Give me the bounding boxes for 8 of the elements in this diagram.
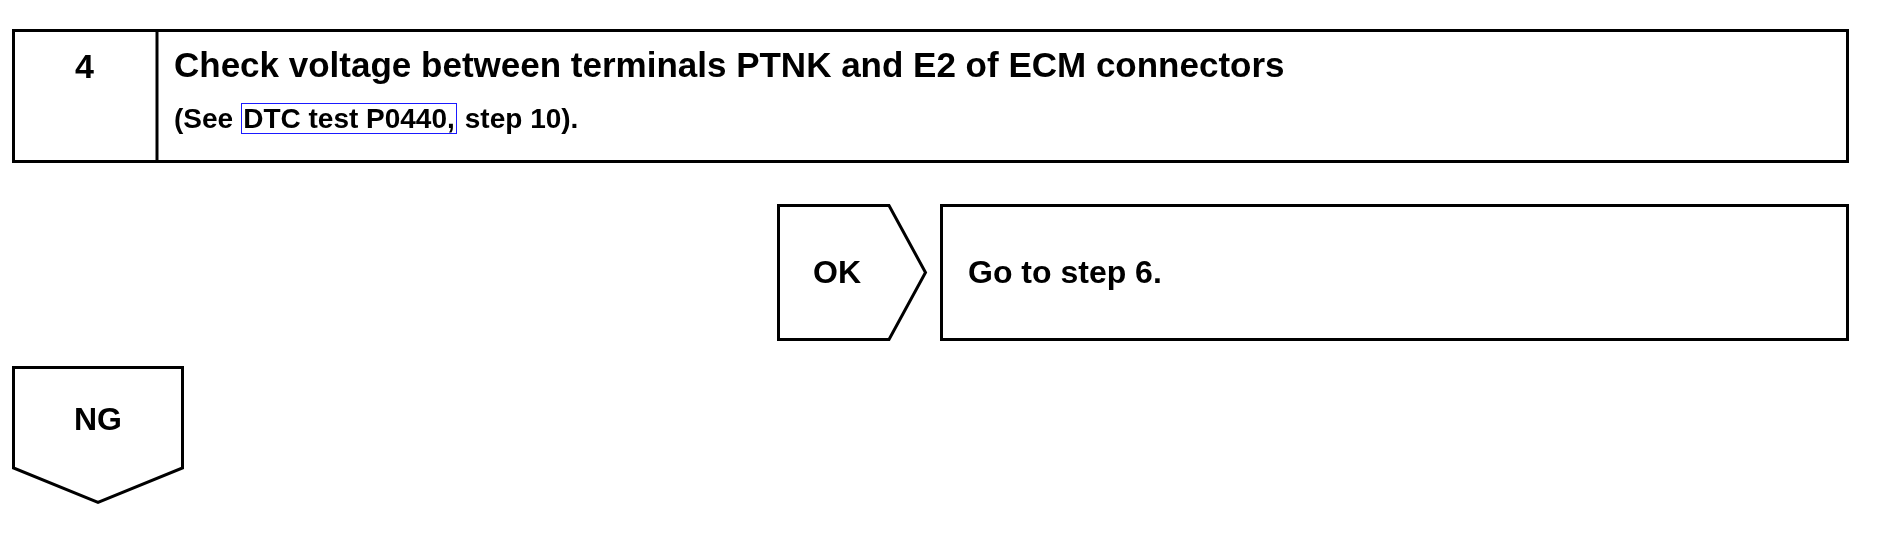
result-text: Go to step 6. xyxy=(968,253,1162,291)
step-number: 4 xyxy=(74,47,95,86)
reference-link: DTC test P0440, xyxy=(241,103,457,135)
reference-text: (See xyxy=(174,103,234,135)
step-heading: Check voltage between terminals PTNK and E2 of ECM connectors xyxy=(174,45,1285,85)
reference-text: step 10). xyxy=(464,103,579,135)
result-label: OK xyxy=(812,253,862,291)
result-label: NG xyxy=(73,401,123,438)
